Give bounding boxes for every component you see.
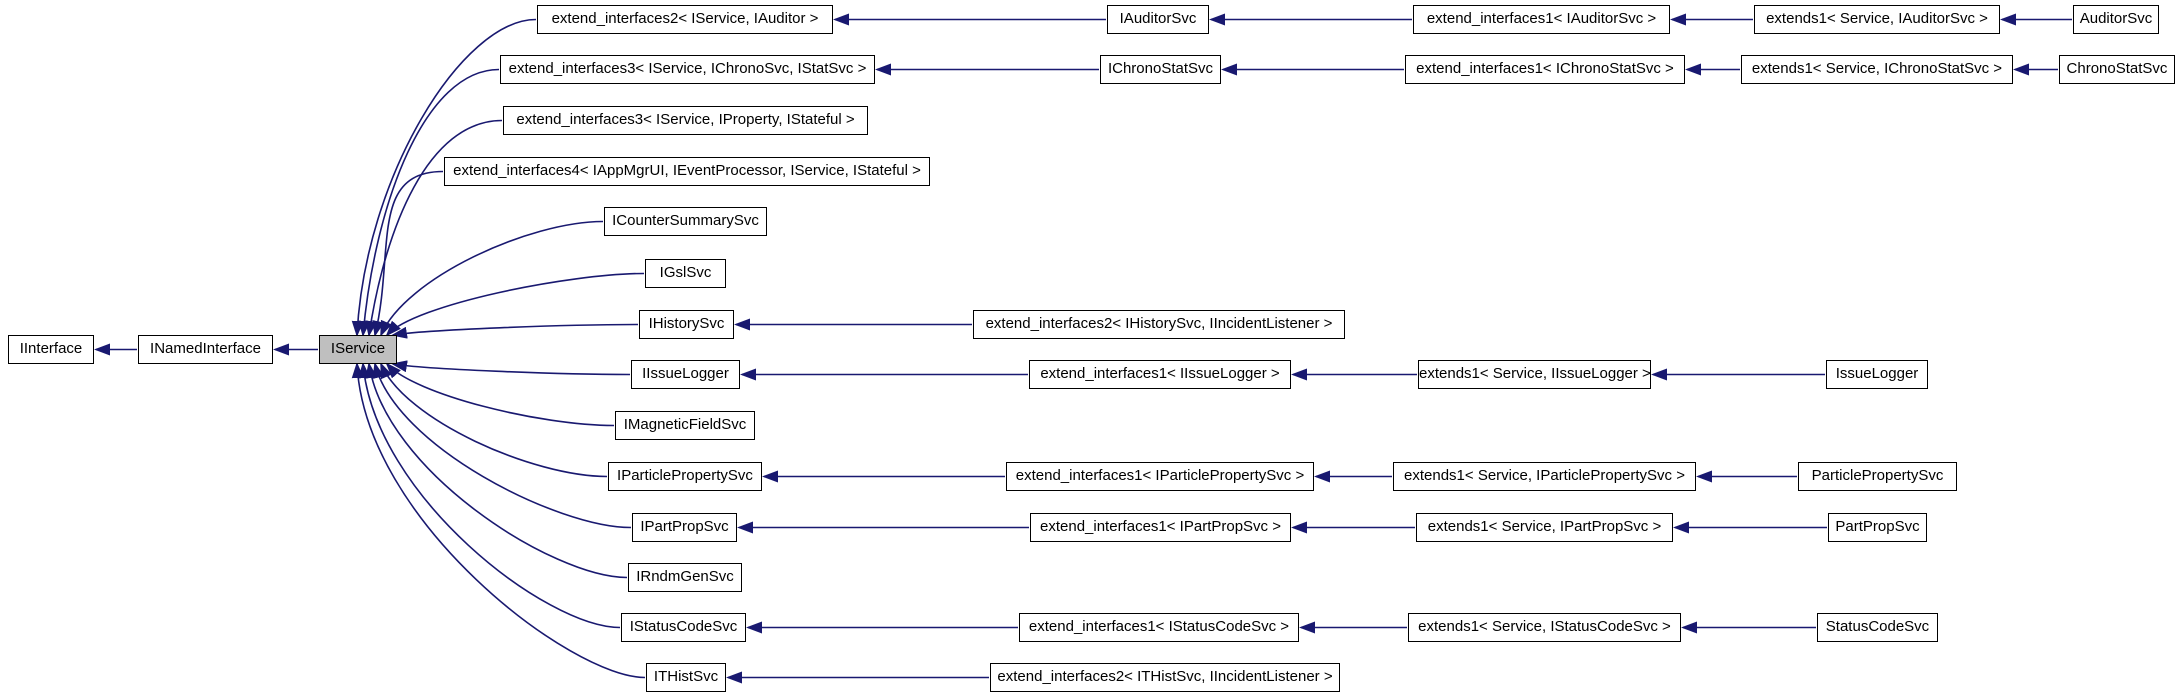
inheritance-edge xyxy=(351,18,537,337)
node-ei2_ihistorysvc[interactable]: extend_interfaces2< IHistorySvc, IIncide… xyxy=(973,310,1345,339)
node-ichronostatsvc[interactable]: IChronoStatSvc xyxy=(1100,55,1221,84)
node-ext1_service_ipartpropsvc[interactable]: extends1< Service, IPartPropSvc > xyxy=(1416,513,1673,542)
node-ext1_service_iauditorsvc[interactable]: extends1< Service, IAuditorSvc > xyxy=(1754,5,2000,34)
node-inamedinterface[interactable]: INamedInterface xyxy=(138,335,273,364)
node-ei1_iauditorsvc[interactable]: extend_interfaces1< IAuditorSvc > xyxy=(1413,5,1670,34)
node-issuelogger[interactable]: IssueLogger xyxy=(1826,360,1928,389)
node-ei1_ichronostatsvc[interactable]: extend_interfaces1< IChronoStatSvc > xyxy=(1405,55,1685,84)
inheritance-edge xyxy=(351,362,646,679)
node-iservice[interactable]: IService xyxy=(319,335,397,364)
inheritance-edge xyxy=(358,362,621,629)
node-ei2_ithistsvc[interactable]: extend_interfaces2< ITHistSvc, IIncident… xyxy=(990,663,1340,692)
node-ithistsvc[interactable]: ITHistSvc xyxy=(646,663,726,692)
node-ext1_service_istatuscodesvc[interactable]: extends1< Service, IStatusCodeSvc > xyxy=(1408,613,1681,642)
node-iissuelogger[interactable]: IIssueLogger xyxy=(631,360,740,389)
node-ei3_prop[interactable]: extend_interfaces3< IService, IProperty,… xyxy=(503,106,868,135)
node-ei3_chrono[interactable]: extend_interfaces3< IService, IChronoSvc… xyxy=(500,55,875,84)
node-istatuscodesvc[interactable]: IStatusCodeSvc xyxy=(621,613,746,642)
node-ei1_iissuelogger[interactable]: extend_interfaces1< IIssueLogger > xyxy=(1029,360,1291,389)
node-iinterface[interactable]: IInterface xyxy=(8,335,94,364)
node-statuscodesvc[interactable]: StatusCodeSvc xyxy=(1817,613,1938,642)
node-auditorsvc[interactable]: AuditorSvc xyxy=(2073,5,2159,34)
node-igslsvc[interactable]: IGslSvc xyxy=(645,259,726,288)
node-iparticlepropertysvc[interactable]: IParticlePropertySvc xyxy=(608,462,762,491)
inheritance-edge xyxy=(372,362,632,529)
inheritance-edge xyxy=(391,323,639,339)
node-iauditorsvc[interactable]: IAuditorSvc xyxy=(1107,5,1209,34)
inheritance-edge xyxy=(365,362,628,579)
inheritance-edge xyxy=(372,170,444,337)
node-irndmgensvc[interactable]: IRndmGenSvc xyxy=(628,563,742,592)
node-ext1_service_iparticlepropertysvc[interactable]: extends1< Service, IParticlePropertySvc … xyxy=(1393,462,1696,491)
inheritance-edge xyxy=(385,272,645,337)
node-ext1_service_ichronostatsvc[interactable]: extends1< Service, IChronoStatSvc > xyxy=(1741,55,2013,84)
node-ext1_service_iissuelogger[interactable]: extends1< Service, IIssueLogger > xyxy=(1418,360,1651,389)
node-imagneticfieldsvc[interactable]: IMagneticFieldSvc xyxy=(615,411,755,440)
node-ei1_ipartpropsvc[interactable]: extend_interfaces1< IPartPropSvc > xyxy=(1030,513,1291,542)
inheritance-edge xyxy=(358,68,500,337)
node-ihistorysvc[interactable]: IHistorySvc xyxy=(639,310,734,339)
inheritance-edge xyxy=(391,360,631,376)
node-icountersummarysvc[interactable]: ICounterSummarySvc xyxy=(604,207,767,236)
node-ei2_iservice_iauditor[interactable]: extend_interfaces2< IService, IAuditor > xyxy=(537,5,833,34)
node-partpropsvc[interactable]: PartPropSvc xyxy=(1828,513,1927,542)
inheritance-edge xyxy=(380,220,604,337)
node-ei1_istatuscodesvc[interactable]: extend_interfaces1< IStatusCodeSvc > xyxy=(1019,613,1299,642)
node-particlepropertysvc[interactable]: ParticlePropertySvc xyxy=(1798,462,1957,491)
node-ei1_iparticlepropertysvc[interactable]: extend_interfaces1< IParticlePropertySvc… xyxy=(1006,462,1314,491)
inheritance-edge xyxy=(380,362,608,478)
node-chronostatsvc[interactable]: ChronoStatSvc xyxy=(2059,55,2175,84)
inheritance-edge xyxy=(385,362,615,427)
node-ipartpropsvc[interactable]: IPartPropSvc xyxy=(632,513,737,542)
node-ei4_appmgr[interactable]: extend_interfaces4< IAppMgrUI, IEventPro… xyxy=(444,157,930,186)
inheritance-edge xyxy=(365,119,503,337)
